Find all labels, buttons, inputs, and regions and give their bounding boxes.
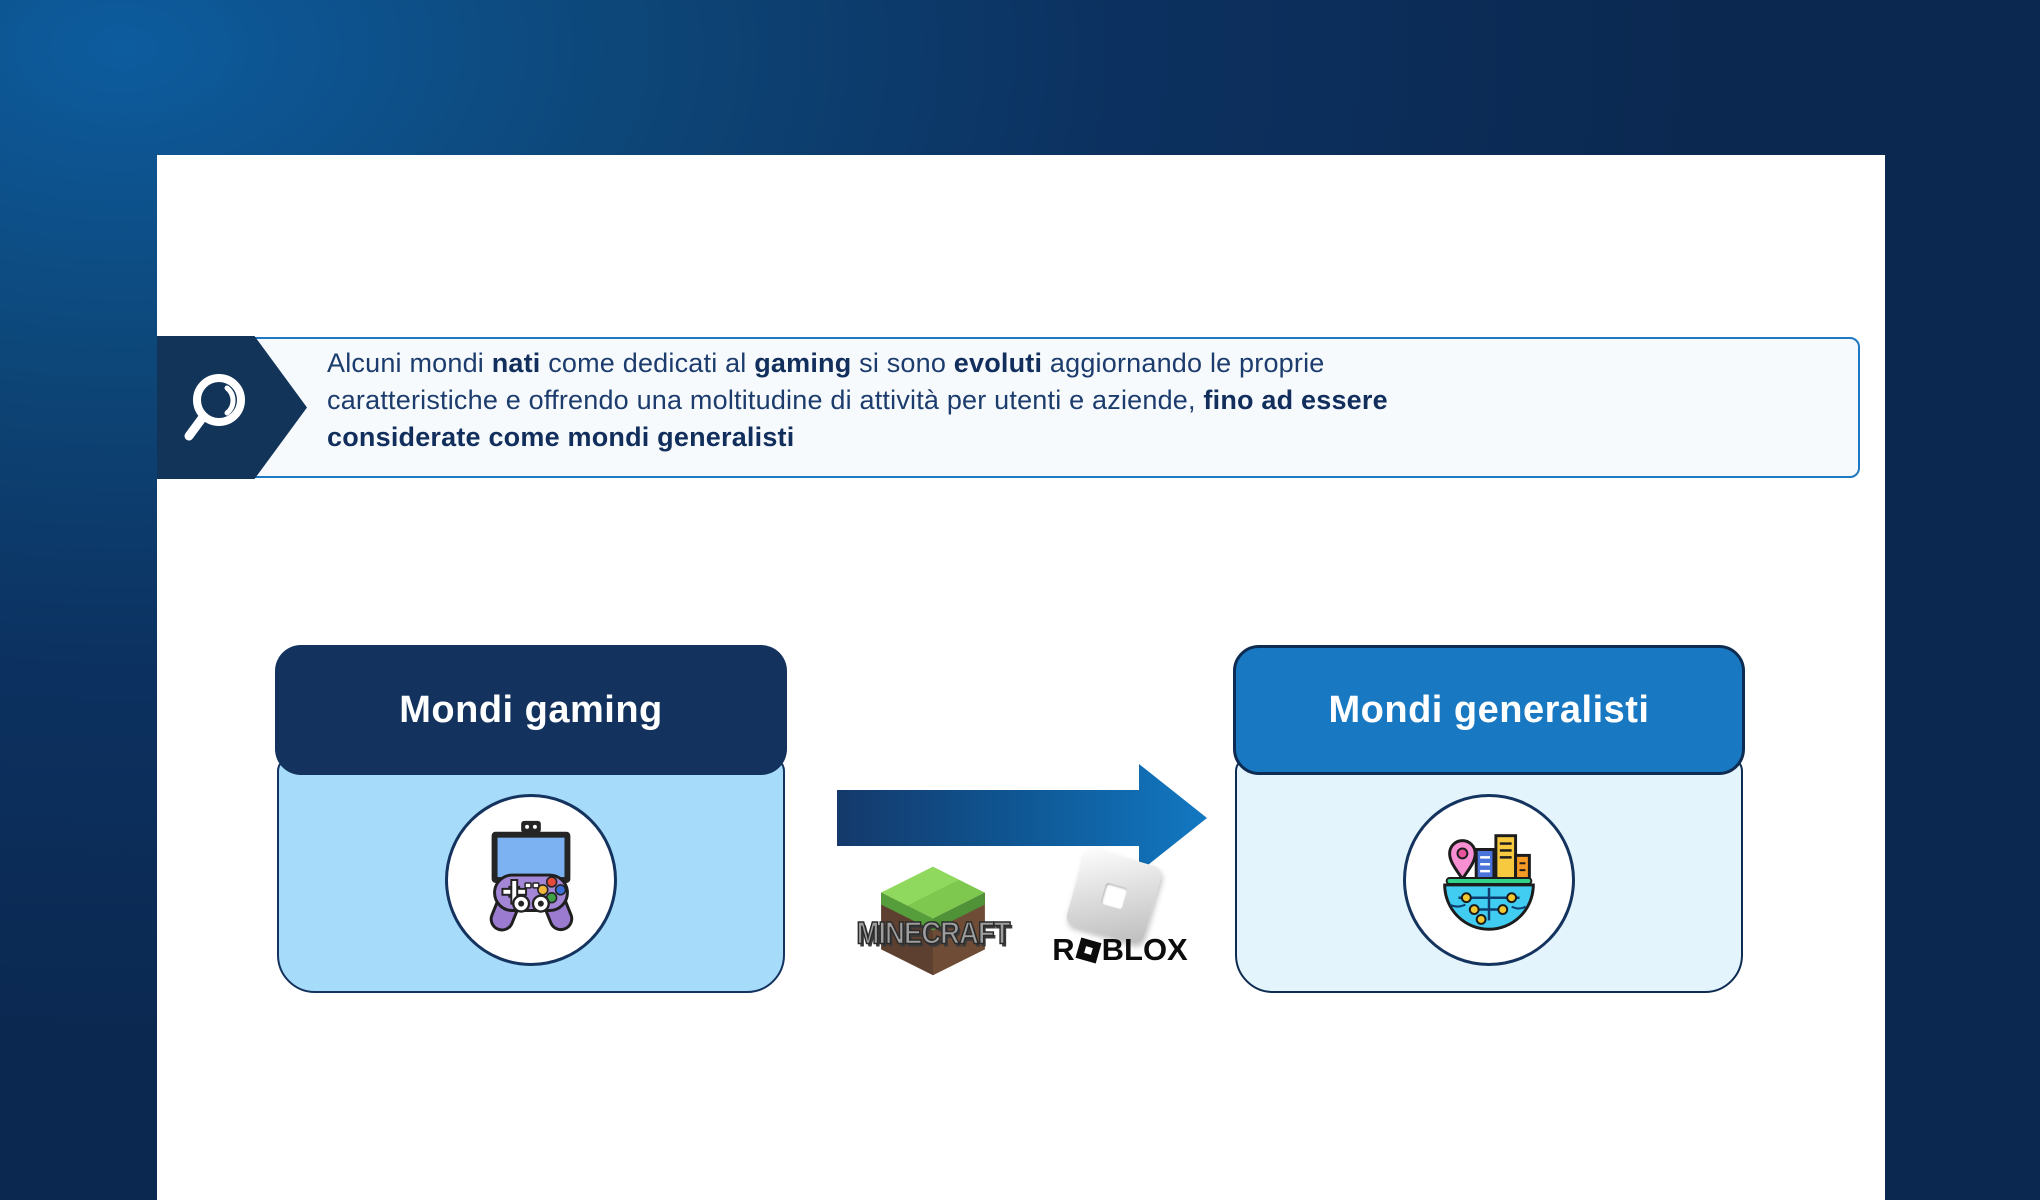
card-mondi-generalisti-title: Mondi generalisti bbox=[1328, 688, 1650, 731]
card-mondi-gaming-title: Mondi gaming bbox=[399, 688, 663, 731]
roblox-logo: R BLOX bbox=[1040, 846, 1200, 980]
callout-box bbox=[157, 337, 1860, 478]
card-mondi-generalisti-header: Mondi generalisti bbox=[1233, 645, 1745, 775]
slide-canvas: Alcuni mondi nati come dedicati al gamin… bbox=[157, 155, 1885, 1200]
roblox-o-square-icon bbox=[1075, 937, 1102, 963]
card-mondi-gaming: Mondi gaming bbox=[275, 645, 787, 993]
card-mondi-gaming-header: Mondi gaming bbox=[275, 645, 787, 775]
card-mondi-generalisti: Mondi generalisti bbox=[1233, 645, 1745, 993]
roblox-tile-hole bbox=[1100, 882, 1128, 910]
minecraft-block-icon bbox=[881, 866, 985, 976]
generalist-icon-circle bbox=[1403, 794, 1575, 966]
callout-text: Alcuni mondi nati come dedicati al gamin… bbox=[327, 348, 1388, 452]
gamepad-icon bbox=[489, 820, 574, 932]
roblox-wordmark: R BLOX bbox=[1040, 932, 1200, 968]
gaming-icon-circle bbox=[445, 794, 617, 966]
minecraft-wordmark: MINECRAFT bbox=[856, 915, 1011, 951]
roblox-tile-icon bbox=[1064, 846, 1164, 946]
roblox-wordmark-r: R bbox=[1052, 932, 1075, 967]
digital-world-icon bbox=[1443, 834, 1535, 931]
minecraft-logo: MINECRAFT bbox=[838, 862, 1028, 1002]
magnifier-icon bbox=[184, 374, 245, 441]
transition-arrow bbox=[837, 764, 1207, 872]
roblox-wordmark-blox: BLOX bbox=[1101, 932, 1188, 967]
